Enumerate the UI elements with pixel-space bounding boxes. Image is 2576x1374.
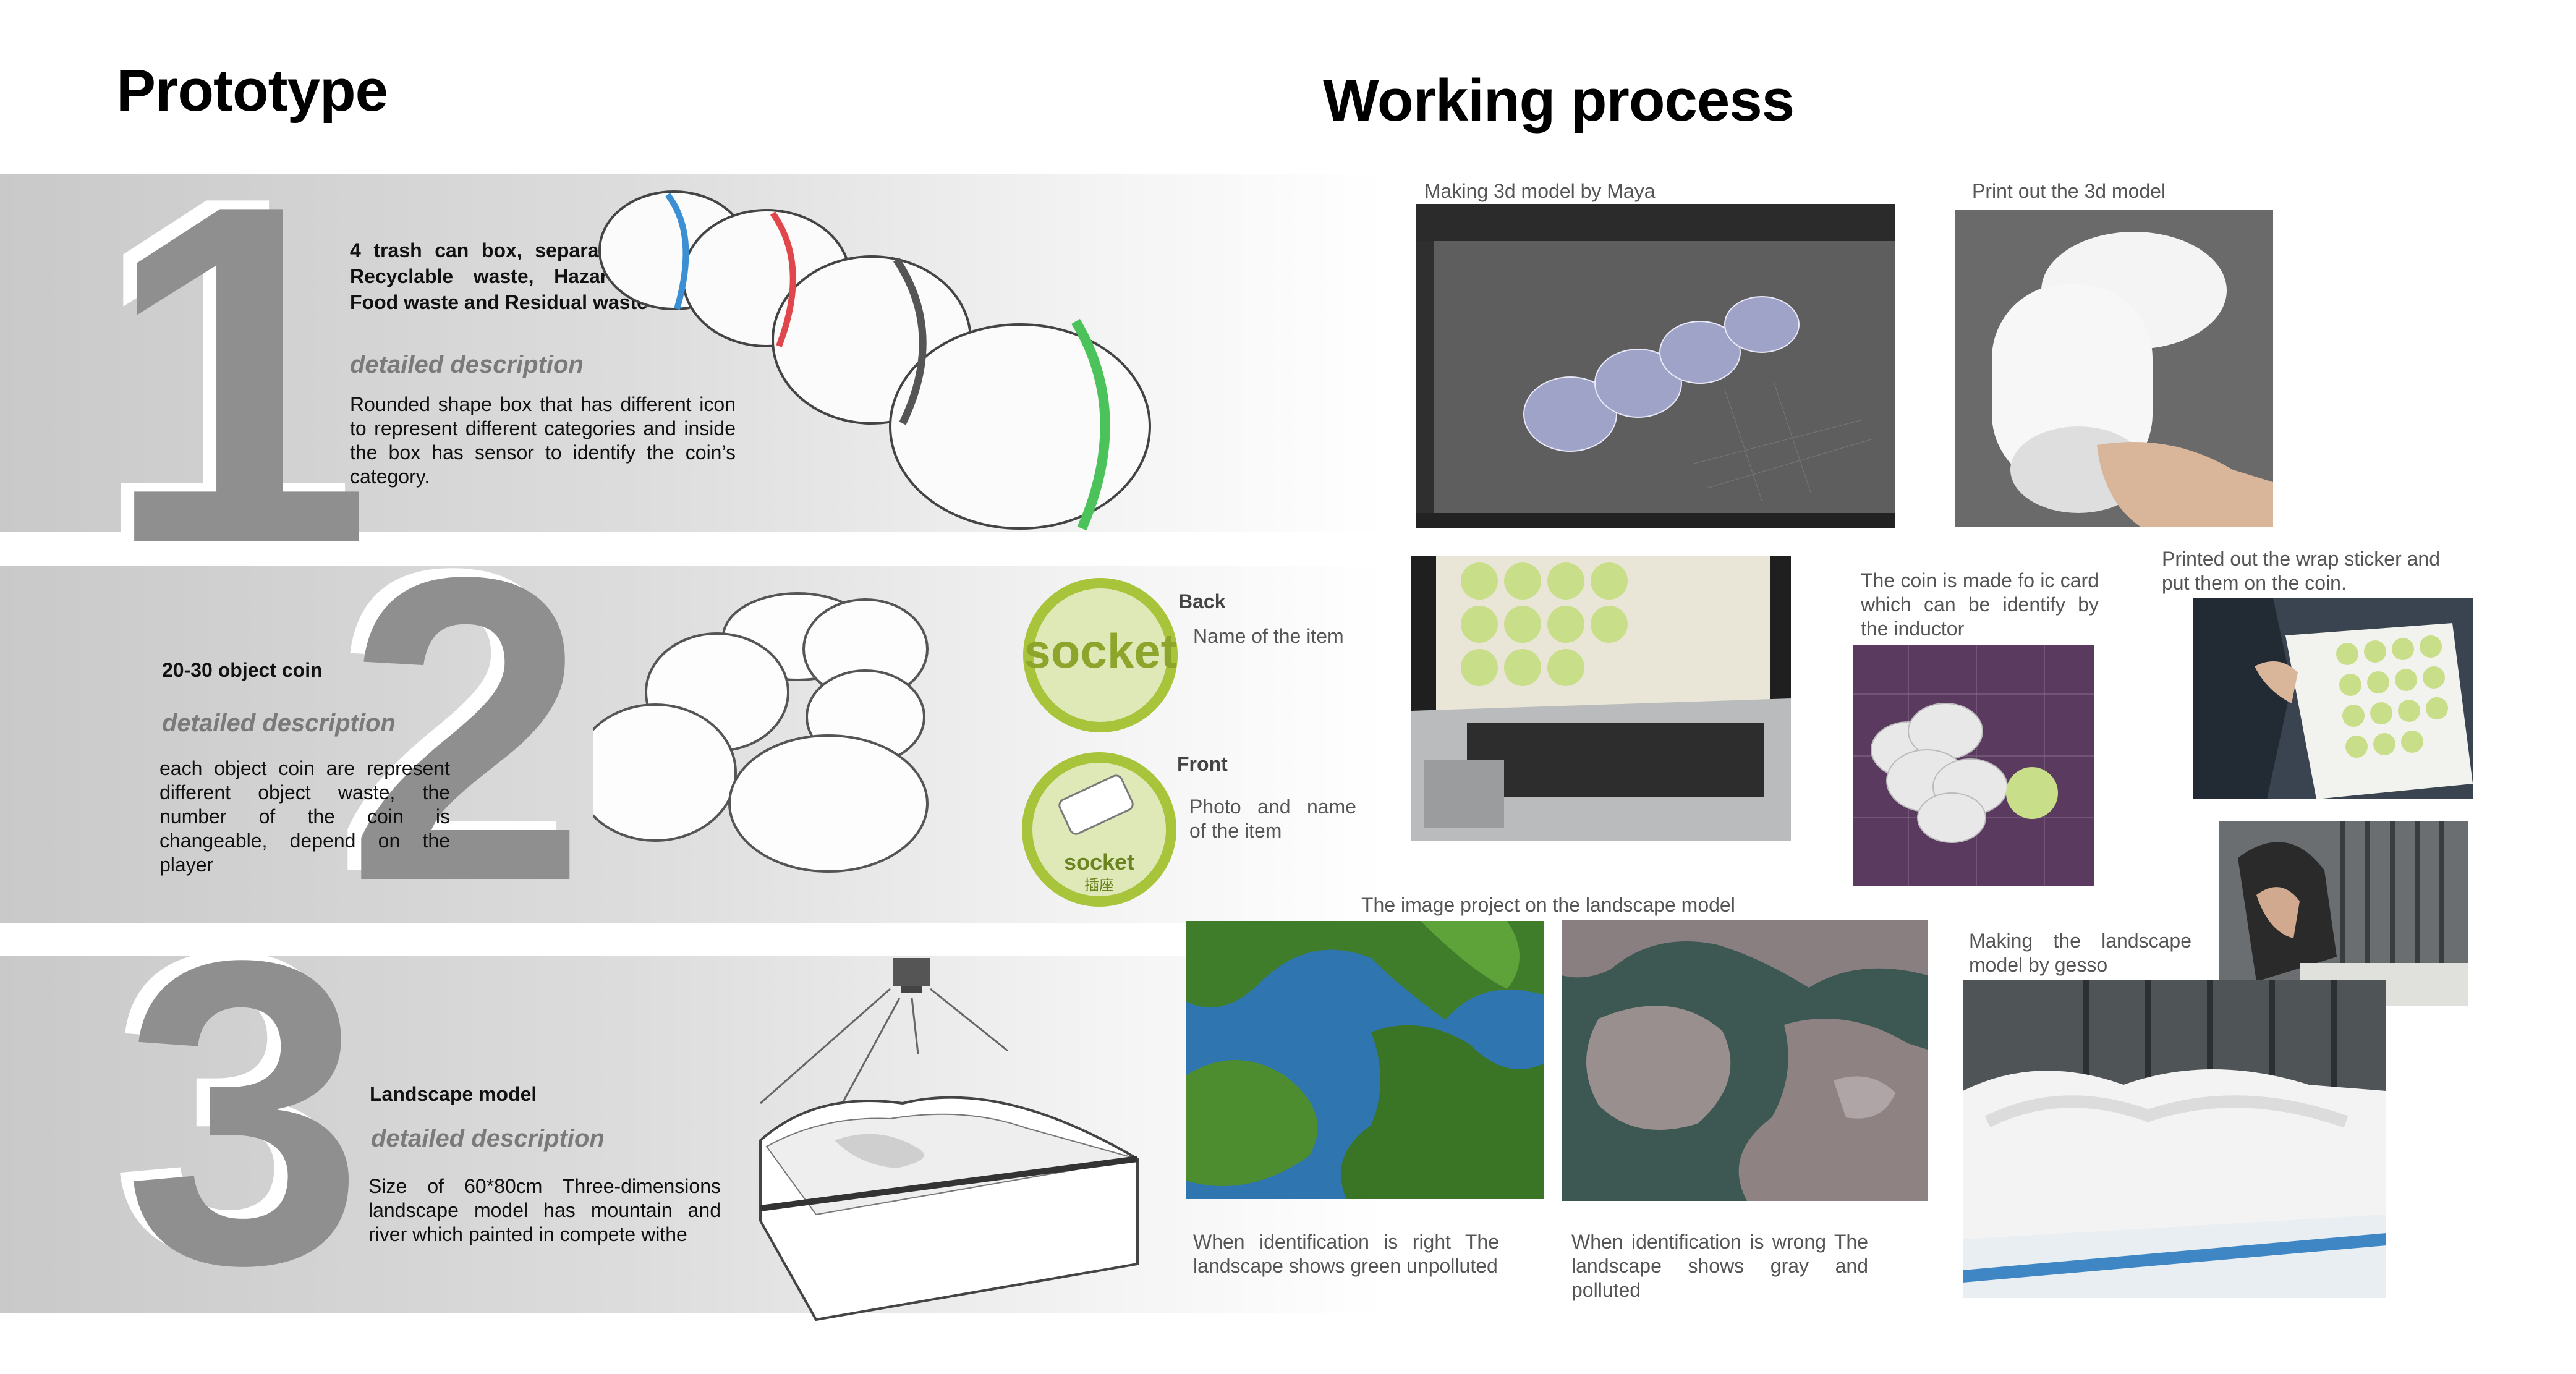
section-3-number: 3 xyxy=(124,871,365,1354)
caption-gesso: Making the landscape model by gesso xyxy=(1969,930,2191,976)
front-text: Photo and name of the item xyxy=(1189,795,1356,842)
photo-gesso-model xyxy=(1963,980,2386,1298)
back-text: Name of the item xyxy=(1193,625,1344,647)
section-2-body: each object coin are represent different… xyxy=(159,757,450,876)
photo-laptop xyxy=(1411,556,1791,841)
prototype-heading: Prototype xyxy=(116,57,388,124)
section-3-title: Landscape model xyxy=(370,1083,537,1105)
section-2-subtitle: detailed description xyxy=(162,710,396,737)
back-label: Back xyxy=(1178,590,1226,613)
caption-wrong: When identification is wrong The landsca… xyxy=(1571,1231,1868,1301)
section-2-number: 2 xyxy=(346,488,587,971)
photo-right-green xyxy=(1186,921,1544,1199)
coin-front-word: socket xyxy=(1064,849,1134,875)
section-3-subtitle: detailed description xyxy=(371,1125,605,1152)
caption-print: Print out the 3d model xyxy=(1972,180,2166,202)
trash-can-sketch xyxy=(575,179,1168,538)
working-process-heading: Working process xyxy=(1323,67,1795,134)
coins-sketch xyxy=(593,587,977,884)
landscape-box-sketch xyxy=(742,955,1150,1326)
section-3-body: Size of 60*80cm Three-dimensions landsca… xyxy=(368,1175,721,1245)
photo-ic-coins xyxy=(1853,645,2094,886)
photo-sticker xyxy=(2193,598,2473,799)
section-3-band xyxy=(0,956,1385,1313)
coin-front-image: socket 插座 xyxy=(1019,749,1186,910)
caption-maya: Making 3d model by Maya xyxy=(1424,180,1656,202)
coin-front-cn: 插座 xyxy=(1084,876,1114,894)
caption-projection: The image project on the landscape model xyxy=(1361,894,1735,916)
caption-sticker: Printed out the wrap sticker and put the… xyxy=(2162,548,2441,594)
section-2-title: 20-30 object coin xyxy=(162,659,323,681)
front-label: Front xyxy=(1177,753,1228,775)
photo-maya xyxy=(1416,204,1895,528)
section-1-subtitle: detailed description xyxy=(350,351,584,378)
photo-print xyxy=(1955,210,2273,527)
coin-back-image: socket xyxy=(1017,575,1184,736)
photo-gesso-person xyxy=(2219,821,2468,1006)
coin-back-word: socket xyxy=(1024,624,1176,678)
section-1-body: Rounded shape box that has different ico… xyxy=(350,393,736,488)
caption-right: When identification is right The landsca… xyxy=(1193,1231,1499,1277)
photo-wrong-gray xyxy=(1562,920,1928,1201)
caption-coin-made: The coin is made fo ic card which can be… xyxy=(1861,569,2099,640)
section-1-number: 1 xyxy=(104,105,372,643)
